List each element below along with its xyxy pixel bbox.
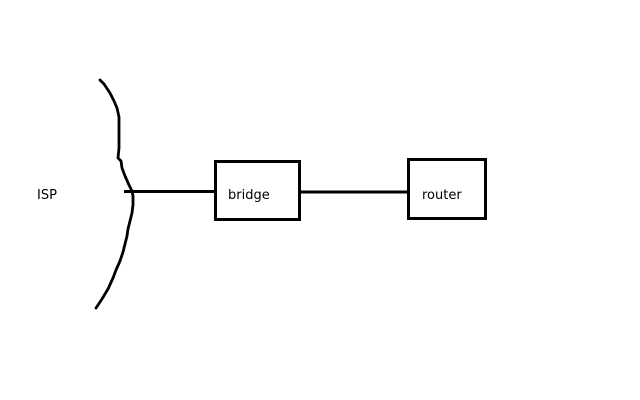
bridge-node-box [214, 160, 301, 221]
bridge-node-label: bridge [228, 188, 270, 203]
isp-label: ISP [37, 188, 57, 203]
router-node-box [407, 158, 487, 220]
router-node-label: router [422, 188, 462, 203]
isp-cloud-boundary-line [94, 78, 135, 310]
